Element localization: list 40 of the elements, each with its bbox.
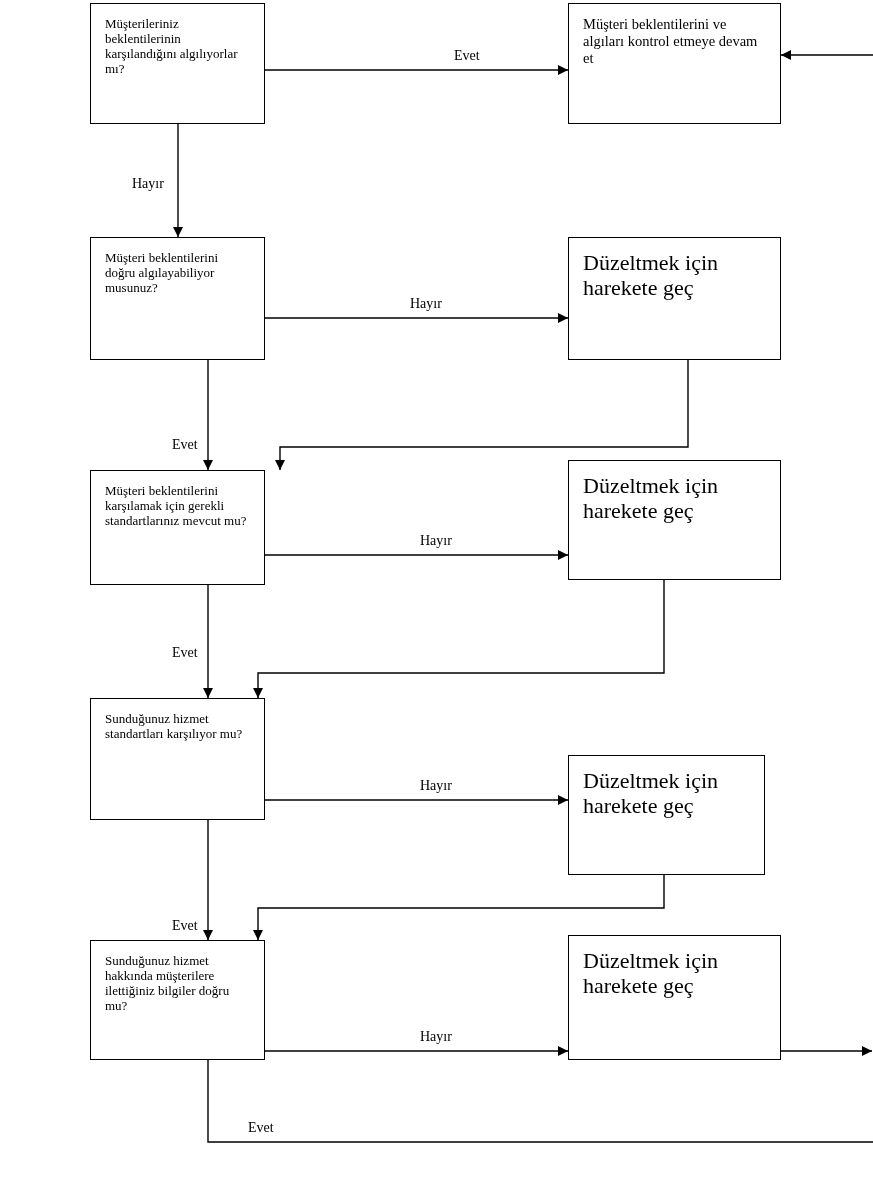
box-text: Sunduğunuz hizmet hakkında müşterilere ilettiğiniz bilgiler doğru mu? bbox=[105, 953, 231, 1013]
edge-label: Hayır bbox=[130, 176, 166, 192]
box-text: Düzeltmek için harekete geç bbox=[583, 768, 719, 818]
process-box bbox=[90, 470, 265, 585]
arrow bbox=[264, 65, 569, 75]
edge-label: Hayır bbox=[418, 1029, 454, 1045]
edge-label: Hayır bbox=[408, 296, 444, 312]
box-text: Müşteri beklentilerini karşılamak için gerekli standartlarınız mevcut mu? bbox=[105, 483, 248, 528]
process-box bbox=[90, 698, 265, 820]
arrow bbox=[275, 359, 689, 471]
box-text: Düzeltmek için harekete geç bbox=[583, 948, 719, 998]
box-text: Sunduğunuz hizmet standartları karşılıyor mu? bbox=[105, 711, 244, 741]
box-text: Müşterileriniz beklentilerinin karşılandığını algılıyorlar mı? bbox=[105, 16, 239, 76]
box-text: Müşteri beklentilerini doğru algılayabiliyor musunuz? bbox=[105, 250, 219, 295]
box-text: Müşteri beklentilerini ve algıları kontrol etmeye devam et bbox=[583, 16, 759, 67]
box-text: Düzeltmek için harekete geç bbox=[583, 473, 719, 523]
process-box bbox=[568, 237, 781, 360]
arrow bbox=[173, 123, 183, 238]
process-box bbox=[90, 3, 265, 124]
arrow bbox=[203, 819, 213, 941]
edge-label: Hayır bbox=[418, 778, 454, 794]
arrow bbox=[264, 795, 569, 805]
process-box bbox=[568, 935, 781, 1060]
arrow bbox=[264, 1046, 569, 1056]
arrow bbox=[253, 579, 665, 699]
process-box bbox=[568, 460, 781, 580]
arrow bbox=[780, 50, 873, 60]
process-box bbox=[568, 3, 781, 124]
edge-label: Hayır bbox=[418, 533, 454, 549]
arrow bbox=[264, 313, 569, 323]
arrow bbox=[780, 1046, 873, 1056]
process-box bbox=[90, 237, 265, 360]
arrow bbox=[264, 550, 569, 560]
process-box bbox=[90, 940, 265, 1060]
box-text: Düzeltmek için harekete geç bbox=[583, 250, 719, 300]
connector-line bbox=[207, 1059, 873, 1143]
arrow bbox=[203, 359, 213, 471]
arrow bbox=[203, 584, 213, 699]
process-box bbox=[568, 755, 765, 875]
arrow bbox=[253, 874, 665, 941]
